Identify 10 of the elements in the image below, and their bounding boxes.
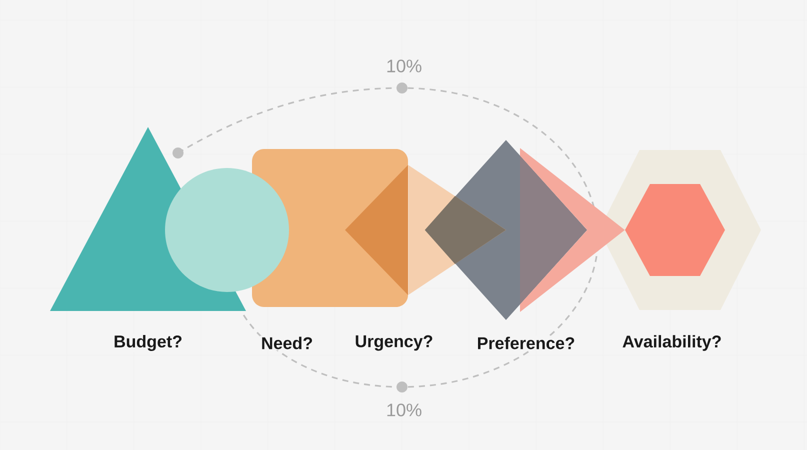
shape-label: Need? [260,336,314,350]
shape-label: Urgency? [354,334,434,352]
hexagon-shape [625,184,725,276]
wedge-arrow [408,165,506,295]
shape-label: Preference? [476,336,576,350]
shape-label: Availability? [621,334,723,352]
shape-label: Budget? [112,334,184,352]
percent-label: 10% [387,404,422,416]
wedge-arrow [520,148,625,312]
percent-label: 10% [387,60,422,72]
